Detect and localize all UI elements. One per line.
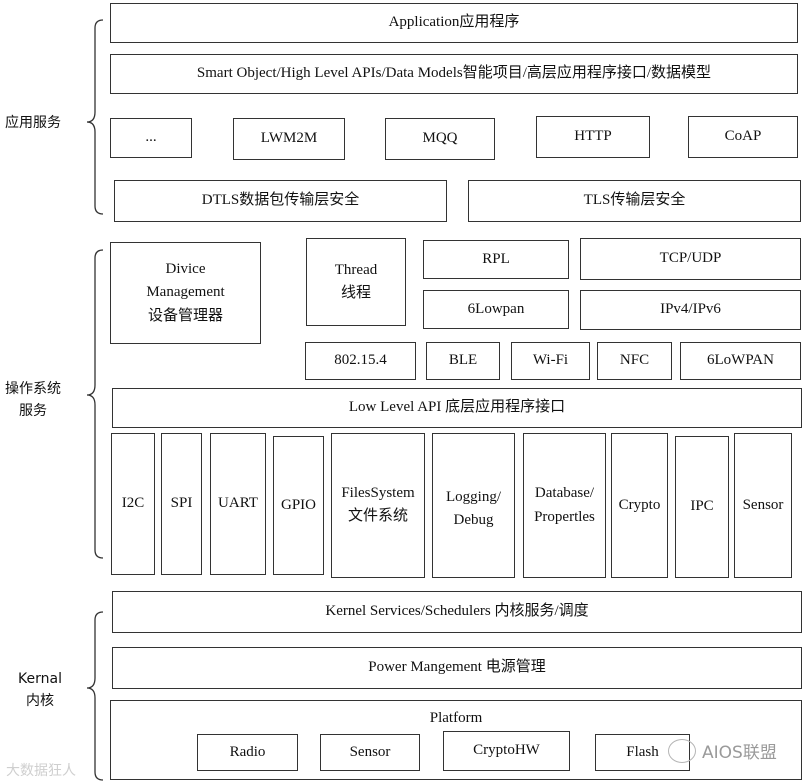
- watermark-left: 大数据狂人: [6, 760, 76, 780]
- i2c-label: I2C: [121, 495, 145, 512]
- low-level-api-label: Low Level API 底层应用程序接口: [348, 399, 566, 416]
- rpl-box: RPL: [423, 240, 569, 279]
- crypto-box: Crypto: [611, 433, 668, 578]
- wechat-logo-icon: [668, 738, 696, 763]
- lowpan-label: 6Lowpan: [467, 300, 525, 317]
- thread-line1: Thread: [334, 261, 378, 278]
- uart-label: UART: [218, 495, 258, 512]
- device-management-line3: 设备管理器: [147, 307, 223, 324]
- ipv4-ipv6-box: IPv4/IPv6: [580, 290, 801, 330]
- tcp-udp-box: TCP/UDP: [580, 238, 801, 280]
- section-label-os: 操作系统 服务: [0, 378, 66, 422]
- link-6lowpan-label: 6LoWPAN: [707, 352, 774, 369]
- gpio-label: GPIO: [280, 496, 316, 513]
- hw-radio-box: Radio: [197, 734, 298, 771]
- ipv4-ipv6-label: IPv4/IPv6: [660, 301, 721, 318]
- link-nfc-label: NFC: [619, 352, 650, 369]
- hw-flash-label: Flash: [626, 743, 659, 760]
- hw-cryptohw-label: CryptoHW: [473, 742, 540, 759]
- low-level-api-box: Low Level API 底层应用程序接口: [112, 388, 802, 428]
- watermark-right-text: AIOS联盟: [702, 743, 777, 763]
- watermark-left-text: 大数据狂人: [6, 763, 76, 779]
- application-label: Application应用程序: [388, 14, 520, 31]
- filesystem-line1: FilesSystem: [341, 485, 415, 501]
- lowpan-box: 6Lowpan: [423, 290, 569, 329]
- section-label-kernel: Kernal 内核: [0, 668, 80, 712]
- link-wifi-label: Wi-Fi: [532, 352, 569, 369]
- thread-box: Thread 线程: [306, 238, 406, 326]
- link-6lowpan-box: 6LoWPAN: [680, 342, 801, 380]
- kernel-services-label: Kernel Services/Schedulers 内核服务/调度: [325, 603, 589, 620]
- protocol-http-label: HTTP: [574, 128, 612, 145]
- hw-radio-label: Radio: [229, 743, 266, 760]
- tls-box: TLS传输层安全: [468, 180, 801, 222]
- protocol-http-box: HTTP: [536, 116, 650, 158]
- sensor-label: Sensor: [742, 496, 784, 513]
- protocol-ellipsis-box: ...: [110, 118, 192, 158]
- thread-line2: 线程: [340, 285, 371, 301]
- database-line1: Database/: [534, 485, 595, 502]
- protocol-coap-label: CoAP: [724, 128, 762, 145]
- rpl-label: RPL: [482, 250, 510, 267]
- ipc-box: IPC: [675, 436, 729, 578]
- device-management-line1: Divice: [165, 261, 206, 278]
- section-label-app-text: 应用服务: [5, 115, 61, 131]
- device-management-box: Divice Management 设备管理器: [110, 242, 261, 344]
- protocol-mqq-box: MQQ: [385, 118, 495, 160]
- logging-debug-box: Logging/ Debug: [432, 433, 515, 578]
- ipc-label: IPC: [690, 498, 714, 515]
- link-802154-box: 802.15.4: [305, 342, 416, 380]
- section-label-os-line1: 操作系统: [5, 381, 61, 397]
- hw-cryptohw-box: CryptoHW: [443, 731, 570, 771]
- watermark-right: AIOS联盟: [668, 738, 777, 763]
- gpio-box: GPIO: [273, 436, 324, 575]
- link-802154-label: 802.15.4: [334, 352, 387, 369]
- hw-sensor-box: Sensor: [320, 734, 420, 771]
- section-label-kernel-line2: 内核: [26, 693, 54, 709]
- i2c-box: I2C: [111, 433, 155, 575]
- link-nfc-box: NFC: [597, 342, 672, 380]
- section-label-app: 应用服务: [0, 112, 66, 134]
- device-management-line2: Management: [146, 284, 225, 301]
- sensor-box: Sensor: [734, 433, 792, 578]
- filesystem-line2: 文件系统: [347, 508, 408, 525]
- protocol-ellipsis-label: ...: [145, 129, 157, 146]
- application-box: Application应用程序: [110, 3, 798, 43]
- database-box: Database/ Propertles: [523, 433, 606, 578]
- logging-debug-line1: Logging/: [446, 489, 501, 505]
- tls-label: TLS传输层安全: [583, 192, 686, 209]
- power-management-box: Power Mangement 电源管理: [112, 647, 802, 689]
- smart-object-label: Smart Object/High Level APIs/Data Models…: [196, 65, 712, 82]
- logging-debug-line2: Debug: [453, 512, 494, 529]
- protocol-lwm2m-label: LWM2M: [260, 130, 318, 147]
- database-line2: Propertles: [534, 508, 595, 525]
- uart-box: UART: [210, 433, 266, 575]
- spi-label: SPI: [170, 495, 193, 512]
- hw-sensor-label: Sensor: [349, 743, 391, 760]
- power-management-label: Power Mangement 电源管理: [368, 659, 546, 676]
- link-ble-label: BLE: [448, 352, 478, 369]
- crypto-label: Crypto: [618, 496, 661, 513]
- filesystem-box: FilesSystem 文件系统: [331, 433, 425, 578]
- protocol-lwm2m-box: LWM2M: [233, 118, 345, 160]
- tcp-udp-label: TCP/UDP: [659, 250, 722, 267]
- protocol-mqq-label: MQQ: [422, 130, 458, 147]
- spi-box: SPI: [161, 433, 202, 575]
- section-label-os-line2: 服务: [19, 403, 47, 419]
- dtls-label: DTLS数据包传输层安全: [201, 192, 360, 209]
- link-wifi-box: Wi-Fi: [511, 342, 590, 380]
- smart-object-box: Smart Object/High Level APIs/Data Models…: [110, 54, 798, 94]
- dtls-box: DTLS数据包传输层安全: [114, 180, 447, 222]
- platform-label: Platform: [429, 710, 483, 726]
- link-ble-box: BLE: [426, 342, 500, 380]
- kernel-services-box: Kernel Services/Schedulers 内核服务/调度: [112, 591, 802, 633]
- protocol-coap-box: CoAP: [688, 116, 798, 158]
- section-label-kernel-line1: Kernal: [18, 671, 62, 687]
